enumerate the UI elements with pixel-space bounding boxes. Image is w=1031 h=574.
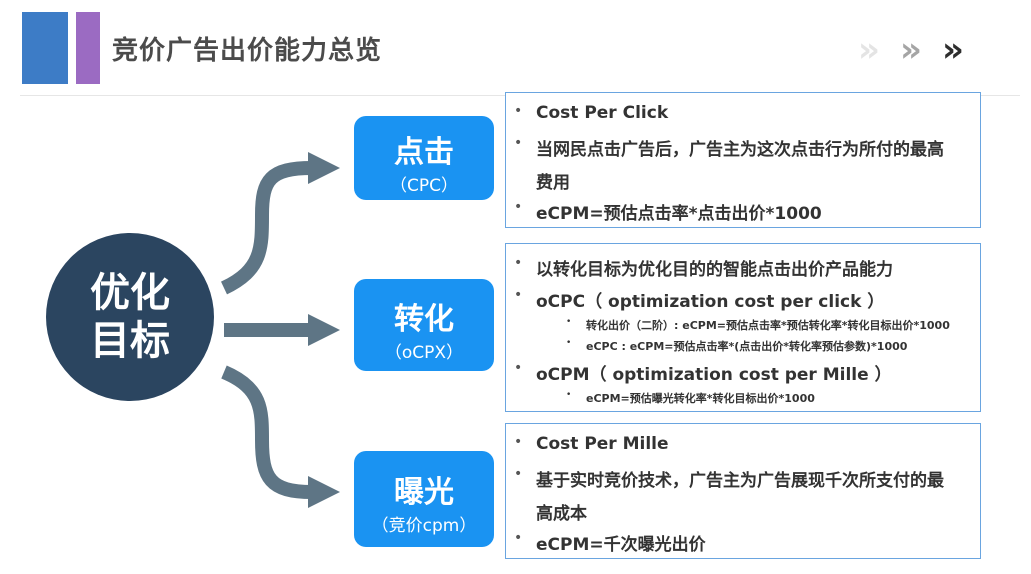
panel-item: 当网民点击广告后，广告主为这次点击行为所付的最高 xyxy=(514,135,944,160)
panel-item: 以转化目标为优化目的的智能点击出价产品能力 xyxy=(514,255,893,280)
category-title: 点击 xyxy=(394,135,454,170)
panel-subitem: eCPC : eCPM=预估点击率*(点击出价*转化率预估参数)*1000 xyxy=(566,338,907,354)
panel-item: Cost Per Click xyxy=(514,103,668,123)
info-panel-ocpx: 以转化目标为优化目的的智能点击出价产品能力 oCPC（ optimization… xyxy=(505,243,981,412)
info-panel-cpc: Cost Per Click 当网民点击广告后，广告主为这次点击行为所付的最高 … xyxy=(505,92,981,228)
page-title: 竞价广告出价能力总览 xyxy=(112,36,383,66)
arrow-head-conversion xyxy=(308,314,340,346)
category-title: 转化 xyxy=(394,302,454,337)
category-subtitle: （竞价cpm） xyxy=(371,516,477,536)
header-accent-bar-purple xyxy=(76,12,100,84)
header-accent-bar-blue xyxy=(22,12,68,84)
panel-item-continued: 费用 xyxy=(536,173,570,193)
goal-label-line1: 优化 xyxy=(90,270,170,316)
goal-label-line2: 目标 xyxy=(90,318,170,364)
panel-subitem: 转化出价（二阶）: eCPM=预估点击率*预估转化率*转化目标出价*1000 xyxy=(566,317,950,333)
info-panel-cpm: Cost Per Mille 基于实时竞价技术，广告主为广告展现千次所支付的最 … xyxy=(505,423,981,559)
goal-circle: 优化 目标 xyxy=(46,233,214,401)
panel-item: 基于实时竞价技术，广告主为广告展现千次所支付的最 xyxy=(514,466,944,491)
arrow-head-click xyxy=(308,152,340,184)
panel-item-continued: 高成本 xyxy=(536,504,587,524)
arrow-head-impression xyxy=(308,476,340,508)
chevron-right-icon: » xyxy=(900,30,922,70)
arrow-to-impression xyxy=(221,365,313,499)
chevron-right-icon: » xyxy=(942,30,964,70)
panel-subitem: eCPM=预估曝光转化率*转化目标出价*1000 xyxy=(566,390,815,406)
panel-item: eCPM=预估点击率*点击出价*1000 xyxy=(514,199,822,224)
category-impression: 曝光 （竞价cpm） xyxy=(354,451,494,547)
arrow-to-click xyxy=(220,161,313,295)
category-title: 曝光 xyxy=(394,475,454,510)
panel-item: Cost Per Mille xyxy=(514,434,668,454)
category-subtitle: （oCPX） xyxy=(384,343,464,363)
panel-item: oCPC（ optimization cost per click ） xyxy=(514,287,884,312)
category-conversion: 转化 （oCPX） xyxy=(354,279,494,371)
panel-item: eCPM=千次曝光出价 xyxy=(514,530,706,555)
category-click: 点击 （CPC） xyxy=(354,116,494,200)
chevron-right-icon: » xyxy=(858,30,880,70)
category-subtitle: （CPC） xyxy=(390,176,458,196)
panel-item: oCPM（ optimization cost per Mille ） xyxy=(514,360,892,385)
